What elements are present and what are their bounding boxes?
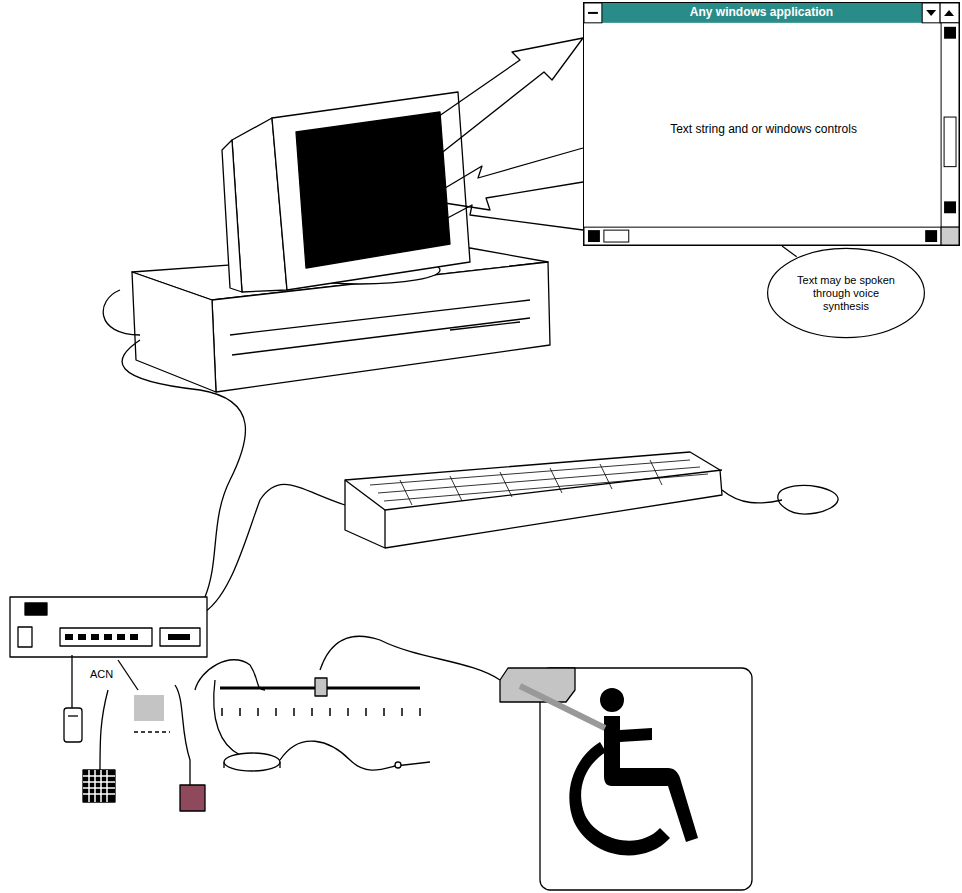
keypad-lead xyxy=(100,690,108,770)
size-box xyxy=(941,227,959,245)
switch xyxy=(64,708,82,742)
mouse xyxy=(778,485,838,513)
acn-box xyxy=(10,597,207,657)
application-window: Any windows applicationText string and o… xyxy=(583,2,960,246)
computer-side xyxy=(132,272,216,392)
system-button xyxy=(584,3,602,23)
leader-line xyxy=(782,246,797,257)
vertical-scrollbar xyxy=(941,23,959,227)
monitor-screen xyxy=(296,112,450,268)
display-arrow xyxy=(440,205,583,230)
switch-lead xyxy=(175,685,190,785)
maximize-button xyxy=(940,3,959,23)
callout-ellipse: Text may be spoken through voice synthes… xyxy=(766,247,926,339)
window-content-text: Text string and or windows controls xyxy=(592,122,935,136)
pad-lead xyxy=(280,741,430,770)
device-label: ACN xyxy=(90,668,113,680)
keyboard xyxy=(345,452,722,548)
pad-switch xyxy=(224,753,280,771)
keypad xyxy=(83,770,115,802)
scroll-thumb xyxy=(944,117,956,167)
maximize-arrow xyxy=(944,10,954,16)
title-bar xyxy=(584,3,959,23)
cable xyxy=(200,484,345,615)
callout-text: Text may be spoken through voice synthes… xyxy=(789,274,903,313)
system-bar xyxy=(588,12,598,14)
scroll-arrow xyxy=(588,230,600,242)
head-wand xyxy=(520,686,605,728)
wheelchair-icon xyxy=(540,668,752,890)
scroll-thumb xyxy=(604,230,629,242)
red-switch xyxy=(180,785,205,811)
grey-switch xyxy=(134,695,164,721)
scroll-arrow xyxy=(944,201,956,213)
pad-lead xyxy=(214,680,240,755)
slider-lead xyxy=(195,660,265,690)
minimize-button xyxy=(922,3,940,23)
headpointer-lead xyxy=(320,636,500,680)
horizontal-scrollbar xyxy=(584,227,941,245)
switch-lead xyxy=(71,655,72,708)
scroll-arrow xyxy=(944,27,956,39)
window-title: Any windows application xyxy=(604,3,919,22)
scroll-arrow xyxy=(925,230,937,242)
display-arrow xyxy=(390,38,583,170)
cable xyxy=(103,290,245,597)
display-arrow xyxy=(425,148,583,210)
ellipse-shape xyxy=(768,248,925,337)
minimize-arrow xyxy=(926,10,936,16)
